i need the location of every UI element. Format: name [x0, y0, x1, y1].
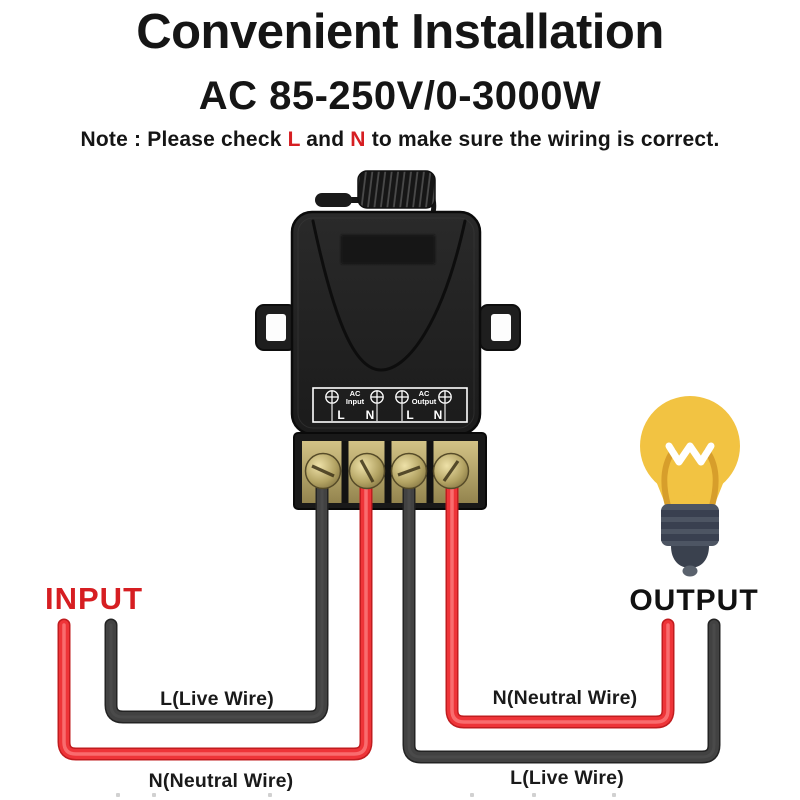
screw-glyphs [325, 390, 452, 404]
ac-input-line1: AC [350, 389, 361, 398]
page-title: Convenient Installation [136, 5, 664, 59]
wires [57, 467, 721, 764]
note-neutral-letter: N [350, 128, 366, 151]
bottom-crop-artifacts [0, 793, 800, 798]
antenna-coil-icon [315, 170, 437, 218]
output-label: OUTPUT [629, 584, 759, 617]
input-live-wire [104, 467, 329, 724]
spec-subtitle: AC 85-250V/0-3000W [198, 74, 602, 118]
note-suffix: to make sure the wiring is correct. [365, 128, 720, 151]
bulb-base-tip [682, 565, 698, 577]
left-ear-hole [266, 314, 286, 341]
terminal-legend-panel [312, 387, 468, 423]
output-neutral-wire [445, 467, 675, 729]
note-mid: and [300, 128, 351, 151]
input-terminal-l: L [337, 408, 344, 422]
input-neutral-wire-label: N(Neutral Wire) [148, 770, 294, 792]
screw-2 [348, 452, 386, 490]
ac-output-line1: AC [419, 389, 430, 398]
input-label: INPUT [45, 581, 143, 616]
note-live-letter: L [287, 128, 301, 151]
terminal-screws [304, 452, 470, 490]
screw-1 [304, 452, 342, 490]
antenna-connector [350, 197, 362, 203]
screw-3 [390, 452, 428, 490]
antenna-tip [315, 193, 352, 207]
relay-front-curve [311, 219, 467, 372]
input-live-wire-label: L(Live Wire) [160, 688, 274, 710]
antenna-spring [357, 170, 436, 209]
relay-label-patch [341, 235, 435, 264]
wiring-note: Note : Please check L and N to make sure… [81, 128, 720, 152]
ac-input-line2: Input [346, 397, 365, 406]
output-live-wire [402, 467, 721, 764]
mounting-ears [255, 304, 521, 351]
relay-body-bevel [297, 217, 475, 429]
bulb-base-dome [671, 546, 709, 568]
ac-output-line2: Output [412, 397, 437, 406]
right-ear-hole [491, 314, 511, 341]
terminal-dividers [331, 404, 446, 421]
note-prefix: Note : Please check [80, 128, 288, 151]
terminal-legend-text: AC Input AC Output L N L N [337, 389, 442, 422]
bulb-base [661, 504, 719, 577]
output-neutral-wire-label: N(Neutral Wire) [492, 687, 638, 709]
input-terminal-n: N [366, 408, 375, 422]
input-neutral-wire [57, 467, 373, 761]
output-terminal-l: L [406, 408, 413, 422]
bulb-filament-w [665, 442, 715, 466]
output-terminal-n: N [434, 408, 443, 422]
output-live-wire-label: L(Live Wire) [510, 767, 624, 789]
screw-4 [432, 452, 470, 490]
light-bulb-icon [640, 396, 740, 577]
